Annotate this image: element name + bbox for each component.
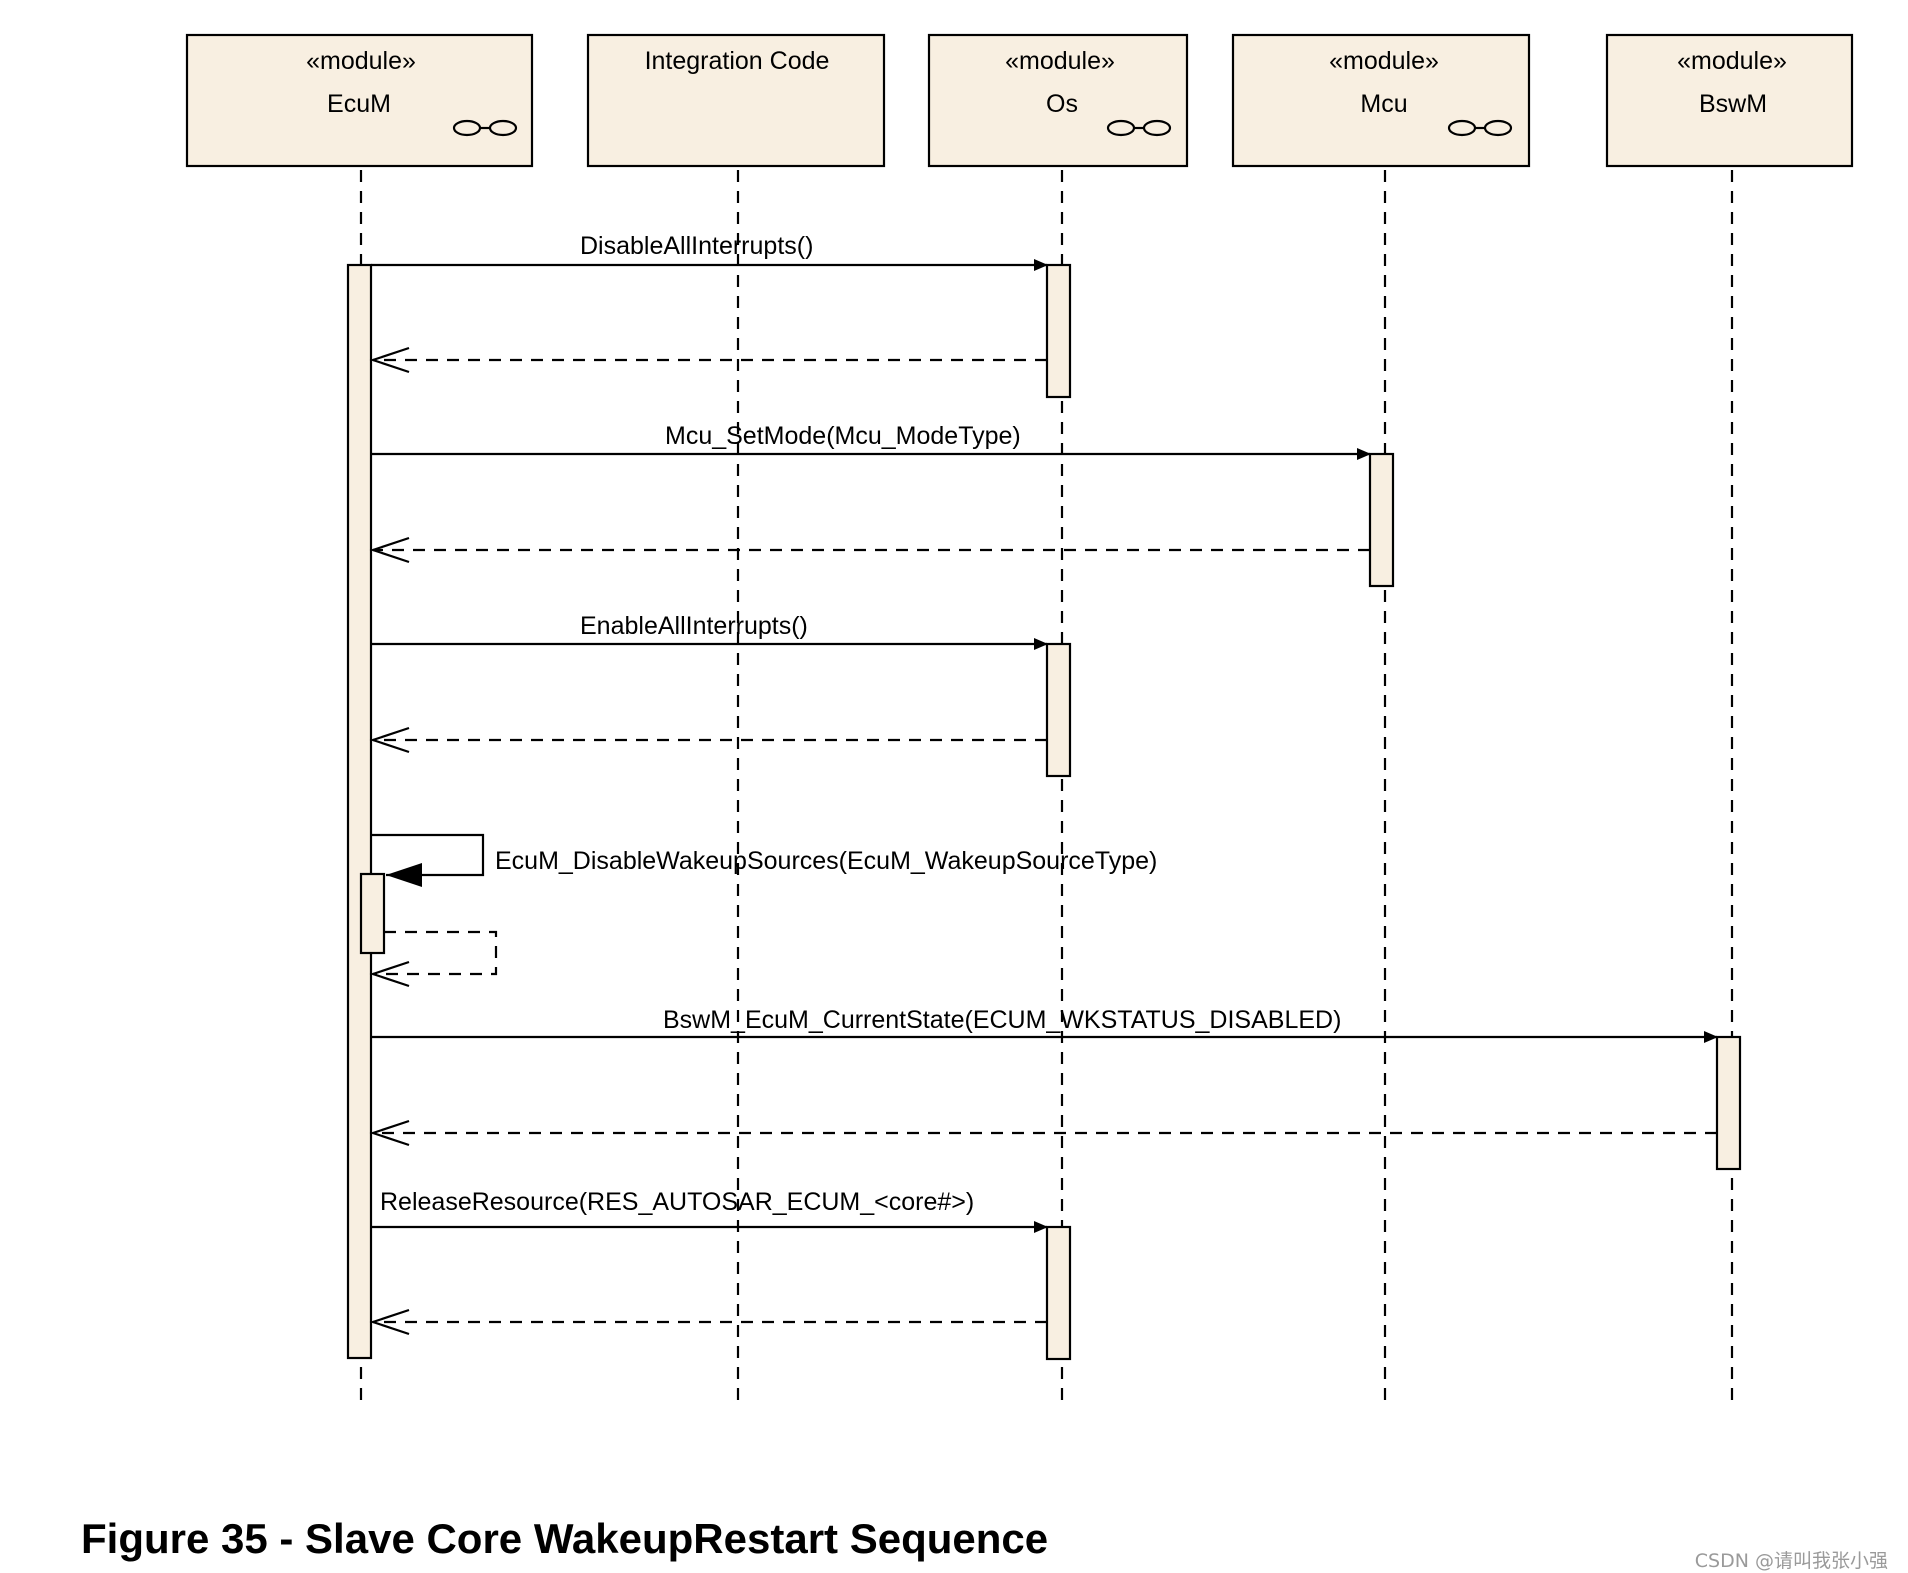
- participant-mcu-name: Mcu: [1360, 90, 1407, 118]
- message-label: EnableAllInterrupts(): [580, 612, 808, 640]
- return-enable-all-interrupts: [369, 726, 1047, 754]
- message-bswm-current-state: BswM_EcuM_CurrentState(ECUM_WKSTATUS_DIS…: [371, 1006, 1718, 1043]
- message-disable-all-interrupts: DisableAllInterrupts(): [371, 232, 1048, 271]
- return-bswm-current-state: [369, 1119, 1717, 1147]
- message-label: Mcu_SetMode(Mcu_ModeType): [665, 422, 1021, 450]
- participant-integration-name: Integration Code: [645, 47, 830, 75]
- return-disable-all-interrupts: [369, 346, 1047, 374]
- participant-mcu: «module» Mcu: [1231, 33, 1531, 168]
- message-mcu-set-mode: Mcu_SetMode(Mcu_ModeType): [371, 422, 1371, 460]
- activation-bars: [346, 263, 1742, 1361]
- component-symbol-icon: [1447, 119, 1513, 137]
- participant-bswm-name: BswM: [1699, 90, 1767, 118]
- component-symbol-icon: [1106, 119, 1172, 137]
- message-disable-wakeup-sources: EcuM_DisableWakeupSources(EcuM_WakeupSou…: [371, 833, 1157, 887]
- return-release-resource: [369, 1308, 1047, 1336]
- activation-bswm: [1715, 1035, 1742, 1171]
- message-label: DisableAllInterrupts(): [580, 232, 813, 260]
- message-label: EcuM_DisableWakeupSources(EcuM_WakeupSou…: [495, 847, 1157, 875]
- return-disable-wakeup-sources: [369, 930, 498, 988]
- participant-ecum: «module» EcuM: [185, 33, 534, 168]
- participant-os: «module» Os: [927, 33, 1189, 168]
- watermark: CSDN @请叫我张小强: [1694, 1550, 1888, 1572]
- message-label: ReleaseResource(RES_AUTOSAR_ECUM_<core#>…: [380, 1188, 974, 1216]
- participant-mcu-stereotype: «module»: [1329, 47, 1439, 75]
- message-enable-all-interrupts: EnableAllInterrupts(): [371, 612, 1048, 650]
- participant-integration-code: Integration Code: [586, 33, 886, 168]
- return-mcu-set-mode: [369, 536, 1370, 564]
- activation-mcu: [1368, 452, 1395, 588]
- participant-ecum-stereotype: «module»: [306, 47, 416, 75]
- activation-ecum-self: [359, 872, 386, 955]
- participant-os-stereotype: «module»: [1005, 47, 1115, 75]
- participant-bswm: «module» BswM: [1605, 33, 1854, 168]
- activation-os-1: [1045, 263, 1072, 399]
- participant-bswm-stereotype: «module»: [1677, 47, 1787, 75]
- message-label: BswM_EcuM_CurrentState(ECUM_WKSTATUS_DIS…: [663, 1006, 1341, 1034]
- activation-os-3: [1045, 1225, 1072, 1361]
- message-release-resource: ReleaseResource(RES_AUTOSAR_ECUM_<core#>…: [371, 1188, 1048, 1233]
- component-symbol-icon: [452, 119, 518, 137]
- figure-caption: Figure 35 - Slave Core WakeupRestart Seq…: [81, 1515, 1049, 1562]
- activation-ecum: [346, 263, 373, 1360]
- activation-os-2: [1045, 642, 1072, 778]
- participant-ecum-name: EcuM: [327, 90, 391, 118]
- participant-os-name: Os: [1046, 90, 1078, 118]
